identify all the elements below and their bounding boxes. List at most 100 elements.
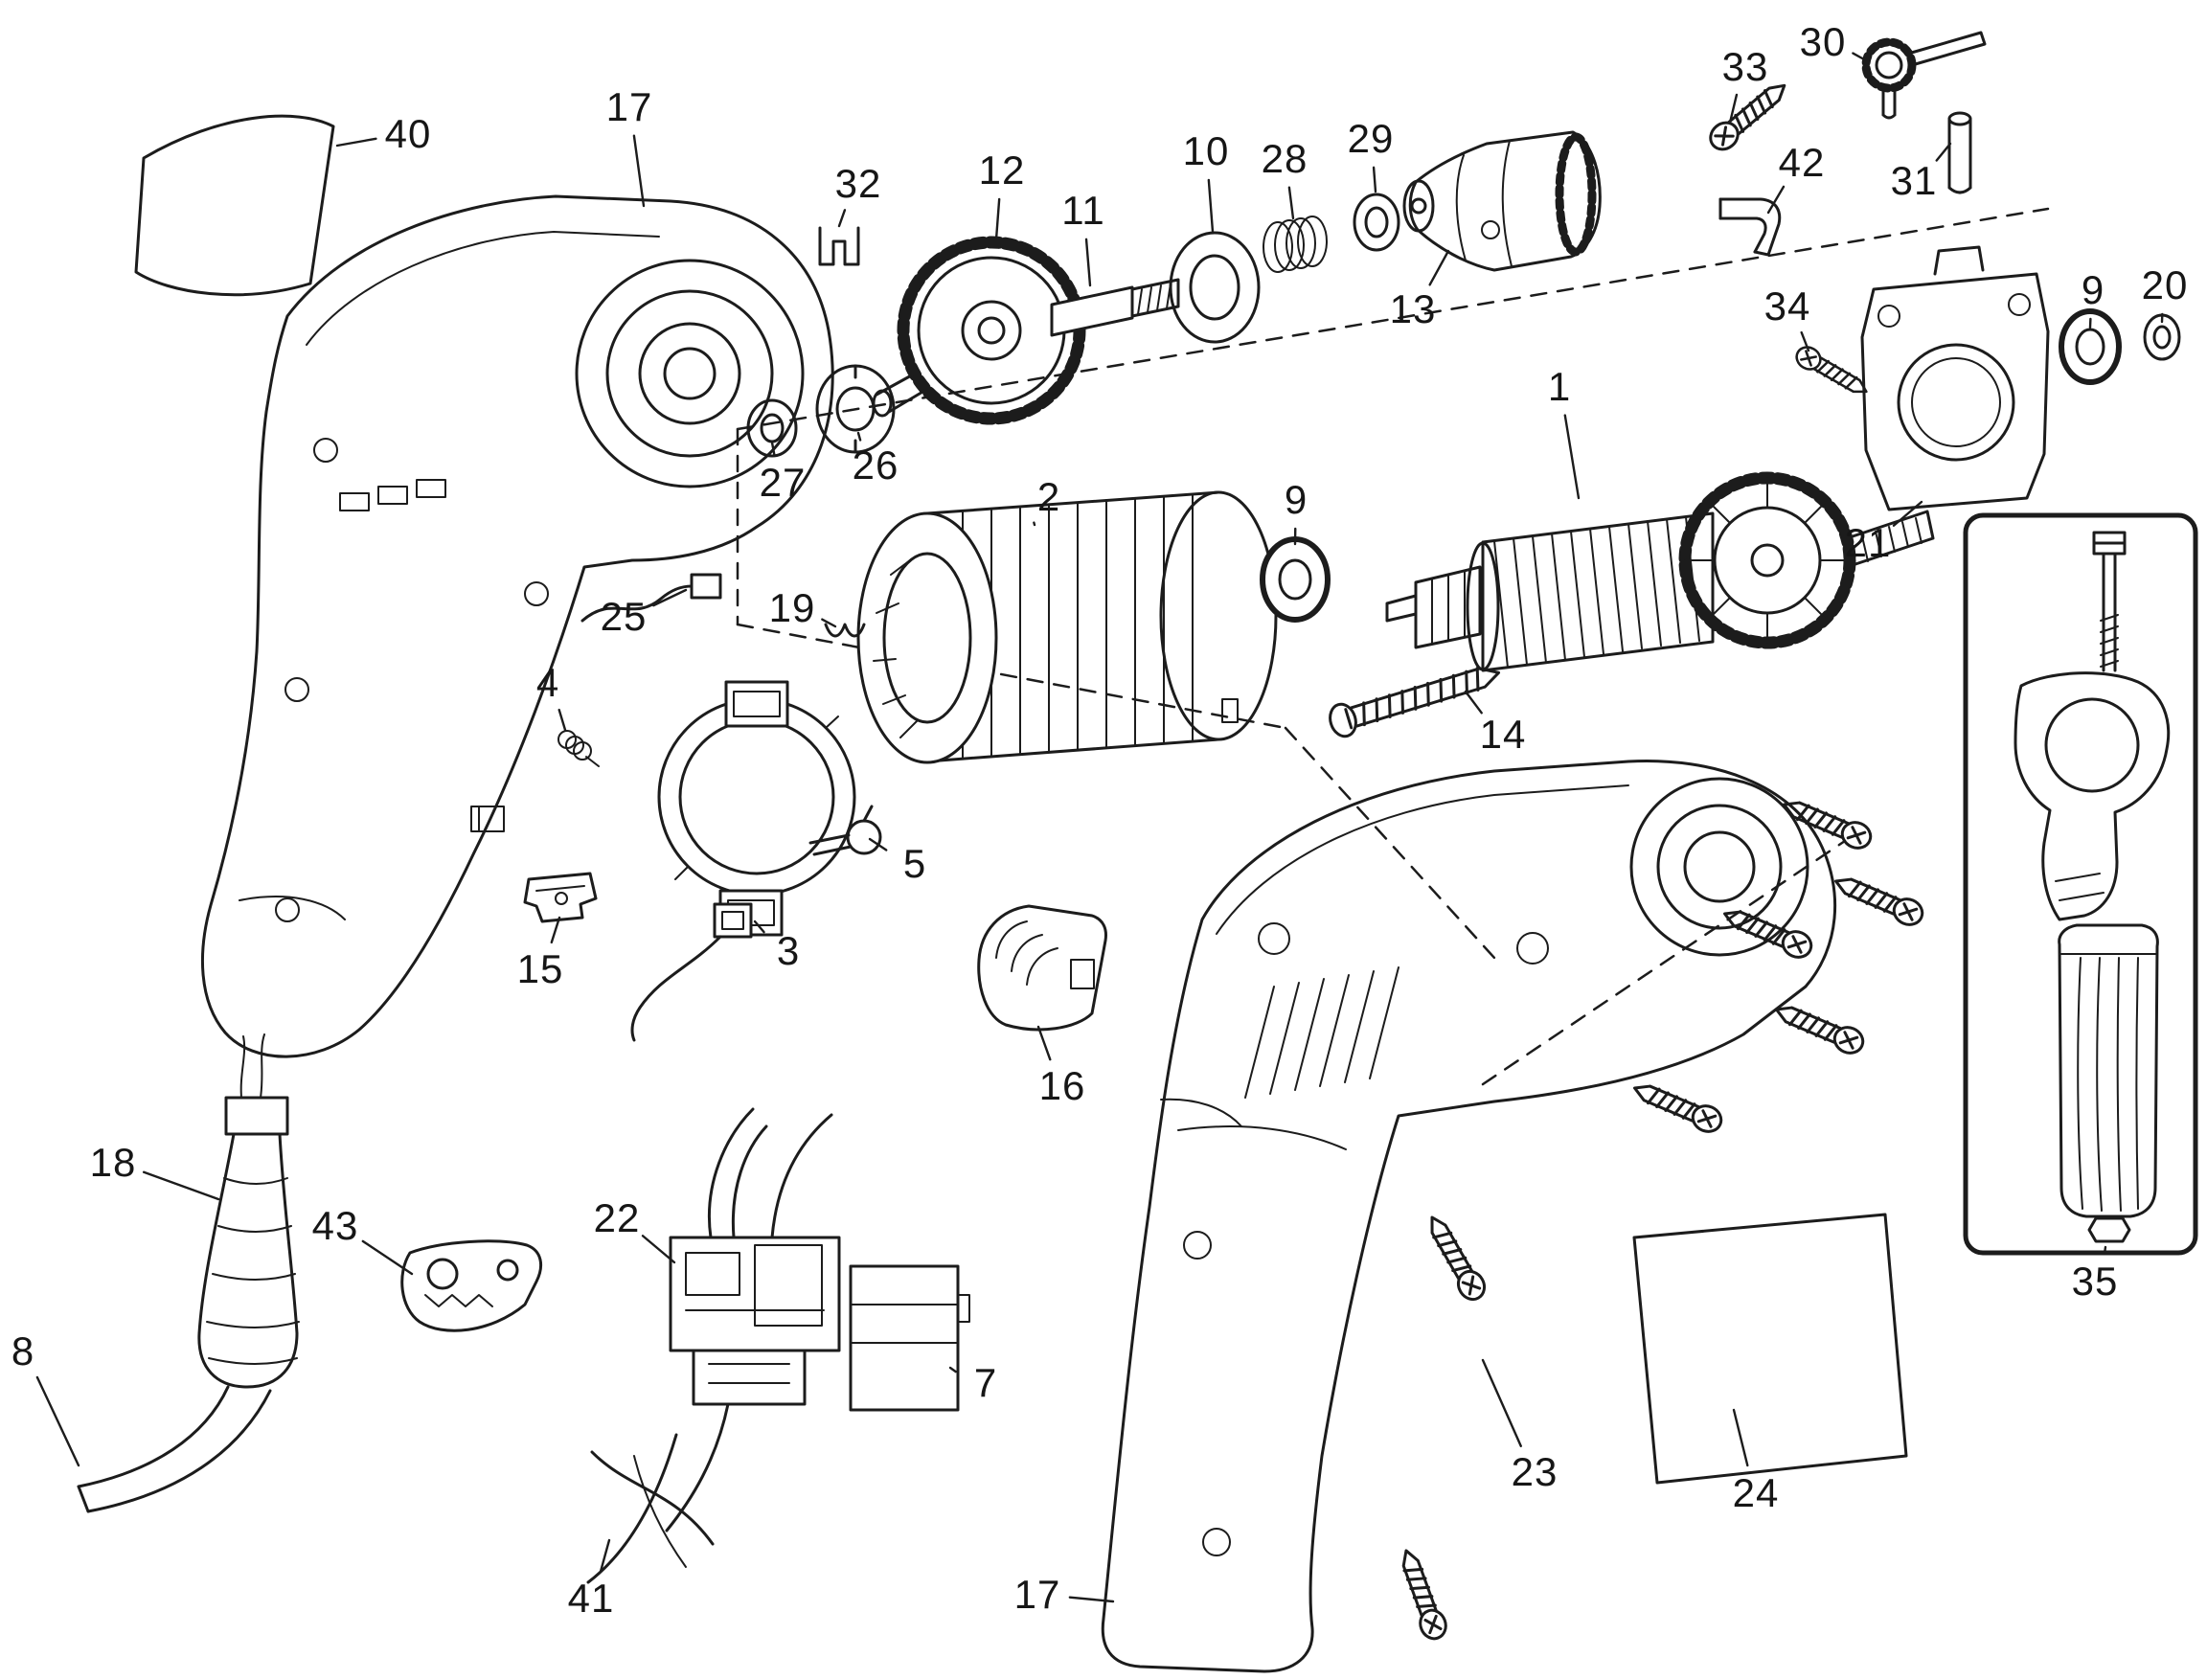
leader-line: [1068, 1596, 1115, 1603]
module-part-7: [849, 1264, 970, 1412]
brush-clip-bracket: [470, 806, 505, 832]
part-number-42: 42: [1778, 140, 1826, 185]
leader-line: [361, 1239, 414, 1276]
screw-part-23: [1393, 1209, 1491, 1645]
part-number-9: 9: [2081, 267, 2105, 312]
side-handle-kit-part-35: [1963, 512, 2198, 1256]
spring-part-28: [1263, 216, 1328, 273]
part-number-27: 27: [759, 460, 807, 505]
part-number-26: 26: [852, 443, 899, 488]
spring-part-4: [557, 730, 600, 767]
brush-ring-assembly: [657, 680, 856, 937]
leader-line: [550, 916, 561, 944]
leader-line: [856, 431, 862, 442]
slider-cap-part-16: [977, 904, 1107, 1032]
part-number-40: 40: [384, 111, 432, 156]
bearing-part-9-middle: [1260, 536, 1331, 623]
tube-fitting-part-42: [1718, 197, 1782, 257]
screw-part-14: [1325, 655, 1506, 741]
leader-line: [1766, 185, 1786, 215]
chuck-part-13: [1402, 130, 1602, 272]
part-number-13: 13: [1389, 286, 1437, 331]
leader-line: [1372, 166, 1377, 193]
pin-part-31: [1947, 111, 1972, 194]
leader-line: [557, 708, 567, 732]
leader-line: [1033, 521, 1036, 527]
power-cord-part-8: [77, 1385, 272, 1513]
housing-right-half-part-17: [1101, 759, 1837, 1673]
part-number-5: 5: [902, 841, 927, 886]
leader-line: [142, 1170, 220, 1201]
part-number-23: 23: [1511, 1449, 1559, 1494]
leader-line: [994, 197, 1001, 241]
part-number-22: 22: [593, 1195, 641, 1240]
part-number-11: 11: [1061, 188, 1105, 233]
leader-line: [1563, 414, 1581, 500]
spindle-part-11: [1050, 278, 1180, 337]
part-number-19: 19: [768, 585, 816, 630]
armature-part-1: [1385, 471, 1935, 672]
spring-clip-part-19: [824, 623, 866, 638]
carbon-brush-part-3: [630, 902, 753, 1042]
leader-line: [868, 837, 888, 851]
part-number-34: 34: [1763, 284, 1811, 329]
cord-protector-part-18: [197, 1033, 300, 1389]
leader-line: [641, 1235, 676, 1264]
leader-lines: [35, 52, 2164, 1603]
part-number-32: 32: [834, 161, 882, 206]
leader-line: [821, 618, 837, 628]
leader-line: [1892, 500, 1923, 527]
part-number-43: 43: [311, 1203, 359, 1248]
leader-line: [1852, 52, 1866, 61]
leader-line: [1935, 142, 1952, 162]
leader-line: [652, 588, 688, 607]
leader-line: [35, 1375, 80, 1467]
leader-line: [1207, 178, 1215, 234]
housing-left-half-part-17: [200, 194, 834, 1058]
retaining-clip-part-32: [818, 226, 860, 266]
part-number-30: 30: [1799, 19, 1847, 64]
part-number-31: 31: [1890, 158, 1938, 203]
part-number-17: 17: [1013, 1572, 1061, 1617]
leader-line: [1732, 1408, 1749, 1467]
leader-line: [1084, 238, 1092, 287]
gear-case-part-21: [1860, 245, 2050, 511]
part-number-25: 25: [600, 594, 648, 639]
washer-part-29: [1353, 193, 1400, 252]
dashed-guide-lines: [736, 207, 2050, 1086]
part-number-12: 12: [978, 148, 1026, 193]
switch-part-22: [665, 1107, 841, 1532]
bushing-part-26: [815, 364, 896, 454]
part-number-3: 3: [776, 928, 801, 973]
nameplate-part-24: [1632, 1213, 1908, 1485]
lever-part-5: [808, 805, 882, 856]
leader-line: [599, 1538, 611, 1573]
part-number-9: 9: [1284, 477, 1308, 522]
warning-label-part-40: [134, 114, 335, 297]
ring-spacer-part-10: [1169, 231, 1261, 344]
part-number-29: 29: [1347, 116, 1395, 161]
part-number-14: 14: [1479, 712, 1527, 757]
part-number-7: 7: [973, 1360, 998, 1405]
lead-wire-part-25: [580, 573, 722, 623]
part-number-15: 15: [516, 946, 564, 991]
part-number-1: 1: [1547, 364, 1572, 409]
leader-line: [1036, 1025, 1052, 1061]
part-number-8: 8: [11, 1328, 35, 1374]
part-number-2: 2: [1036, 474, 1061, 519]
screw-part-34: [1791, 341, 1874, 402]
part-number-33: 33: [1721, 44, 1769, 89]
leader-line: [770, 441, 776, 457]
leader-line: [632, 134, 646, 208]
gear-part-12: [872, 236, 1086, 425]
wires-part-41: [586, 1433, 715, 1584]
leader-line: [1728, 93, 1739, 125]
cord-clamp-part-43: [400, 1239, 543, 1332]
leader-line: [1481, 1358, 1522, 1447]
leader-line: [1800, 330, 1810, 352]
part-number-24: 24: [1732, 1470, 1780, 1515]
part-number-28: 28: [1261, 136, 1308, 181]
bearing-part-9-right: [2059, 308, 2122, 385]
